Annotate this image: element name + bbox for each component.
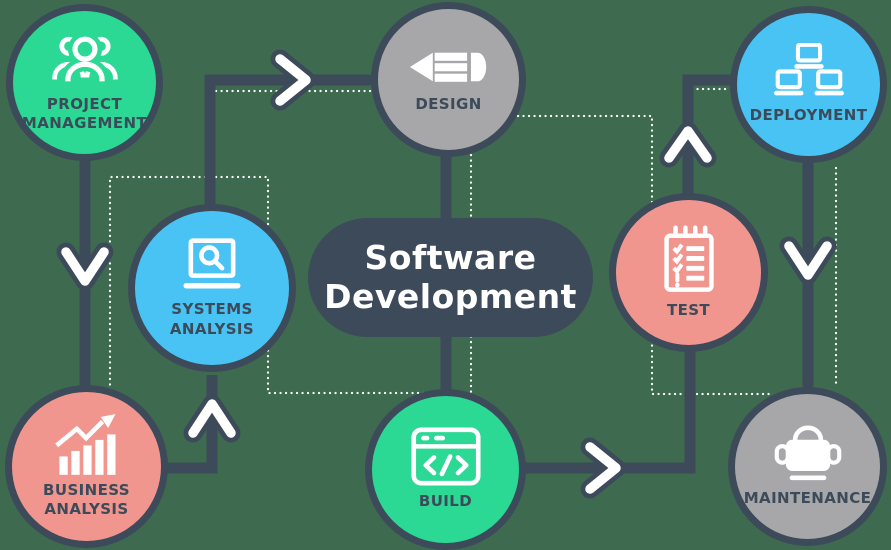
center-title-line2: Development <box>324 276 577 316</box>
center-title: Software Development <box>308 218 593 337</box>
node-label: BUSINESS ANALYSIS <box>43 480 130 518</box>
chevron-down-icon <box>56 242 114 291</box>
node-label: PROJECT MANAGEMENT <box>21 94 148 132</box>
node-design: DESIGN <box>371 2 526 157</box>
node-business-analysis: BUSINESS ANALYSIS <box>5 385 168 548</box>
network-icon <box>772 43 846 100</box>
node-project-management: PROJECT MANAGEMENT <box>6 4 163 161</box>
node-label: DESIGN <box>415 94 482 113</box>
node-maintenance: MAINTENANCE <box>728 387 887 546</box>
chevron-right-icon <box>580 437 626 499</box>
node-label: SYSTEMS ANALYSIS <box>169 300 255 338</box>
node-build: BUILD <box>365 389 526 550</box>
node-label: MAINTENANCE <box>743 489 872 508</box>
dotted-path-test-to-maintenance <box>650 338 772 396</box>
chevron-up-icon <box>183 394 241 443</box>
node-test: TEST <box>609 193 768 352</box>
toolbox-icon <box>774 424 842 483</box>
chevron-up-icon <box>659 121 717 168</box>
bar-chart-icon <box>53 413 121 475</box>
team-icon <box>49 31 121 89</box>
checklist-icon <box>661 225 717 295</box>
pencil-icon <box>408 45 490 89</box>
node-label: BUILD <box>418 492 473 511</box>
node-label: DEPLOYMENT <box>749 106 868 125</box>
chevron-down-icon <box>779 236 837 285</box>
node-systems-analysis: SYSTEMS ANALYSIS <box>128 204 296 372</box>
dotted-path-design-to-test <box>516 114 654 210</box>
node-deployment: DEPLOYMENT <box>730 6 887 163</box>
connector-build-to-test <box>520 345 696 474</box>
connector-systems-analysis-to-design <box>204 74 380 205</box>
chevron-right-icon <box>270 49 316 111</box>
center-title-line1: Software <box>364 237 537 277</box>
node-label: TEST <box>666 300 711 319</box>
laptop-search-icon <box>177 237 247 294</box>
connector-test-to-deployment <box>682 74 735 200</box>
code-window-icon <box>410 427 481 486</box>
